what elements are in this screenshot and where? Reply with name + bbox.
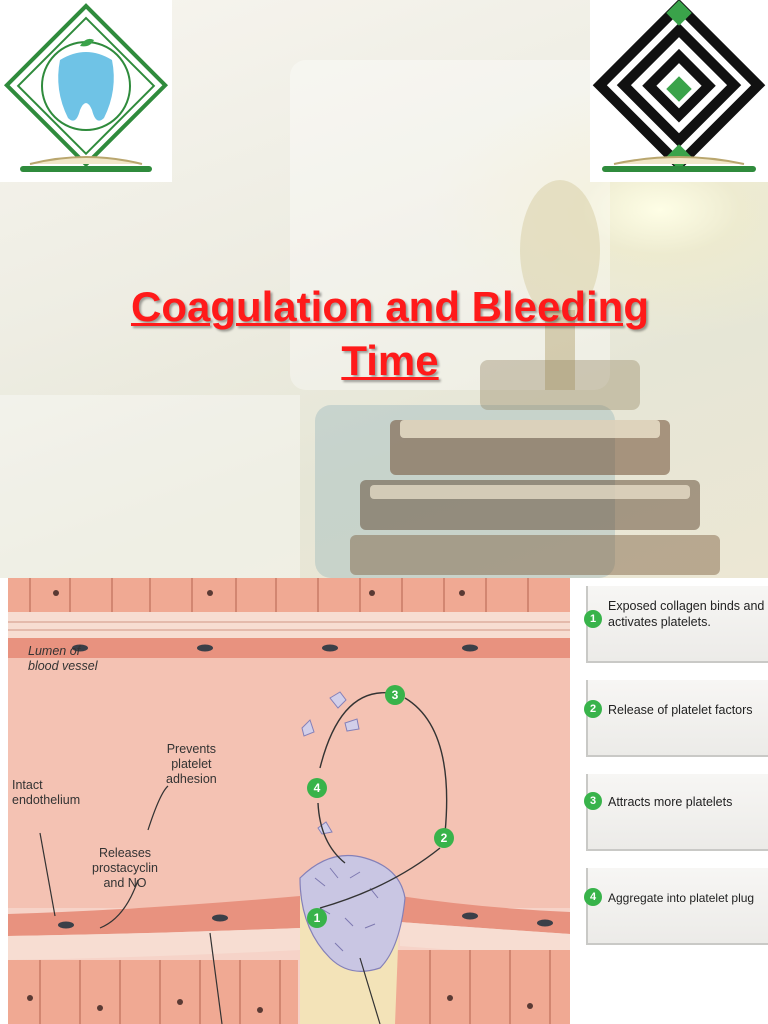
title-line-2: Time [40, 334, 740, 388]
step-number-2: 2 [584, 700, 602, 718]
step-number-3: 3 [584, 792, 602, 810]
step-text-2: Release of platelet factors [608, 702, 768, 718]
diagram-marker-4: 4 [307, 778, 327, 798]
lumen-label: Lumen of blood vessel [28, 644, 98, 674]
step-card-2: 2 Release of platelet factors [586, 680, 768, 757]
platelet-plug-diagram: 3 4 2 1 Lumen of blood vessel Intact end… [0, 578, 578, 1024]
step-number-1: 1 [584, 610, 602, 628]
step-card-4: 4 Aggregate into platelet plug [586, 868, 768, 945]
step-text-4: Aggregate into platelet plug [608, 890, 768, 906]
step-text-1: Exposed collagen binds and activates pla… [608, 598, 768, 630]
prevents-label: Prevents platelet adhesion [166, 742, 217, 787]
college-logo [0, 0, 172, 182]
endothelium-label: Intact endothelium [12, 778, 80, 808]
title-line-1: Coagulation and Bleeding [40, 280, 740, 334]
step-card-3: 3 Attracts more platelets [586, 774, 768, 851]
university-emblem [590, 0, 768, 182]
steps-panel: 1 Exposed collagen binds and activates p… [578, 578, 768, 1024]
diagram-marker-3: 3 [385, 685, 405, 705]
releases-label: Releases prostacyclin and NO [92, 846, 158, 891]
step-text-3: Attracts more platelets [608, 794, 768, 810]
step-card-1: 1 Exposed collagen binds and activates p… [586, 586, 768, 663]
slide-title: Coagulation and Bleeding Time [40, 280, 740, 388]
diagram-marker-2: 2 [434, 828, 454, 848]
diagram-marker-1: 1 [307, 908, 327, 928]
step-number-4: 4 [584, 888, 602, 906]
